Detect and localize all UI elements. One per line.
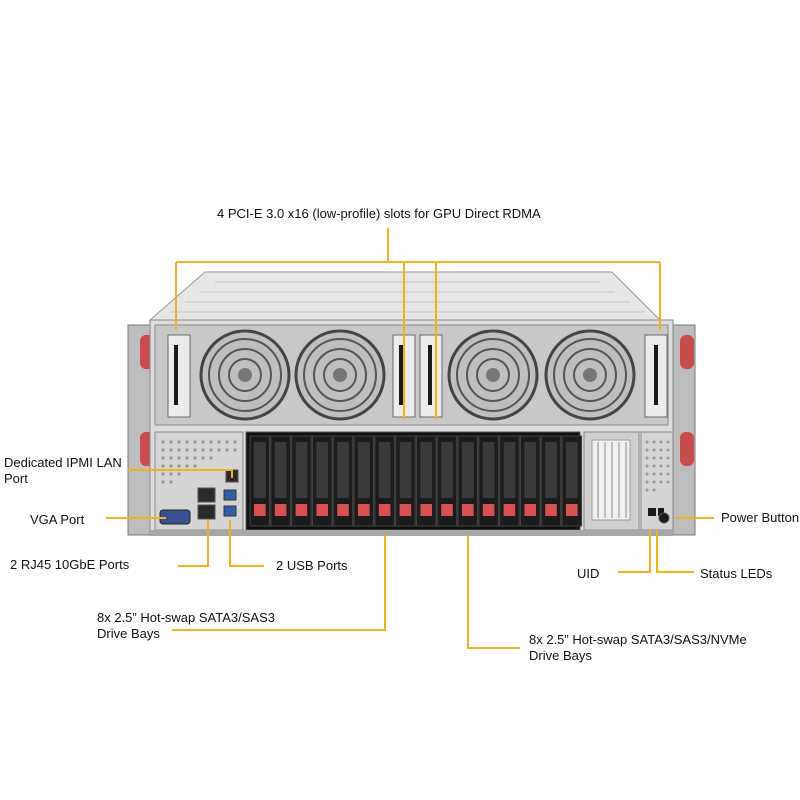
uid-button: [648, 508, 656, 516]
callout-sata-bays: [172, 535, 386, 631]
fan-2: [294, 329, 386, 421]
drive-tray: [332, 435, 354, 527]
drive-bays: [249, 435, 583, 527]
callout-nvme-bays: [467, 535, 520, 649]
label-power-button: Power Button: [721, 510, 800, 525]
right-ear-handle-bottom: [680, 432, 694, 466]
drive-tray: [436, 435, 458, 527]
chassis-bottom: [150, 530, 673, 536]
drive-tray: [353, 435, 375, 527]
callout-usb: [229, 520, 264, 567]
drive-tray: [499, 435, 520, 527]
drive-tray: [395, 435, 416, 527]
label-usb-ports: 2 USB Ports: [276, 558, 348, 573]
drive-tray: [415, 435, 437, 527]
power-button: [658, 512, 670, 524]
usb-port-1: [223, 489, 237, 501]
label-pcie-slots: 4 PCI-E 3.0 x16 (low-profile) slots for …: [217, 206, 541, 221]
drive-tray: [540, 435, 562, 527]
drive-tray: [457, 435, 479, 527]
label-rj45-ports: 2 RJ45 10GbE Ports: [10, 557, 130, 572]
status-led: [658, 508, 664, 516]
callout-ipmi: [128, 469, 233, 478]
fan-3: [447, 329, 539, 421]
drive-tray: [561, 435, 583, 527]
pcie-slot-1: [167, 334, 191, 418]
drive-tray: [291, 435, 312, 527]
drive-tray: [311, 435, 333, 527]
callout-status-leds: [656, 530, 694, 573]
fan-4: [544, 329, 636, 421]
rj45-port-2: [197, 504, 216, 520]
label-uid: UID: [577, 566, 600, 581]
callout-uid: [618, 530, 651, 573]
drive-tray: [519, 435, 541, 527]
drive-tray: [478, 435, 499, 527]
fan-1: [199, 329, 291, 421]
usb-port-2: [223, 505, 237, 517]
label-sata-drive-bays: 8x 2.5” Hot-swap SATA3/SAS3 Drive Bays: [97, 610, 275, 641]
io-panel-vents: [161, 440, 237, 484]
drive-tray: [374, 435, 395, 527]
right-ear-handle-top: [680, 335, 694, 369]
pcie-slot-4: [644, 334, 668, 418]
callout-lines: [106, 228, 714, 649]
drive-tray: [249, 435, 271, 527]
pcie-slot-3: [419, 334, 443, 418]
label-status-leds: Status LEDs: [700, 566, 773, 581]
rj45-port-1: [197, 487, 216, 503]
label-nvme-drive-bays: 8x 2.5” Hot-swap SATA3/SAS3/NVMe Drive B…: [529, 632, 747, 663]
label-ipmi-lan-port: Dedicated IPMI LAN Port: [4, 455, 122, 486]
drive-tray: [270, 435, 291, 527]
callout-rj45: [178, 520, 209, 567]
label-vga-port: VGA Port: [30, 512, 85, 527]
